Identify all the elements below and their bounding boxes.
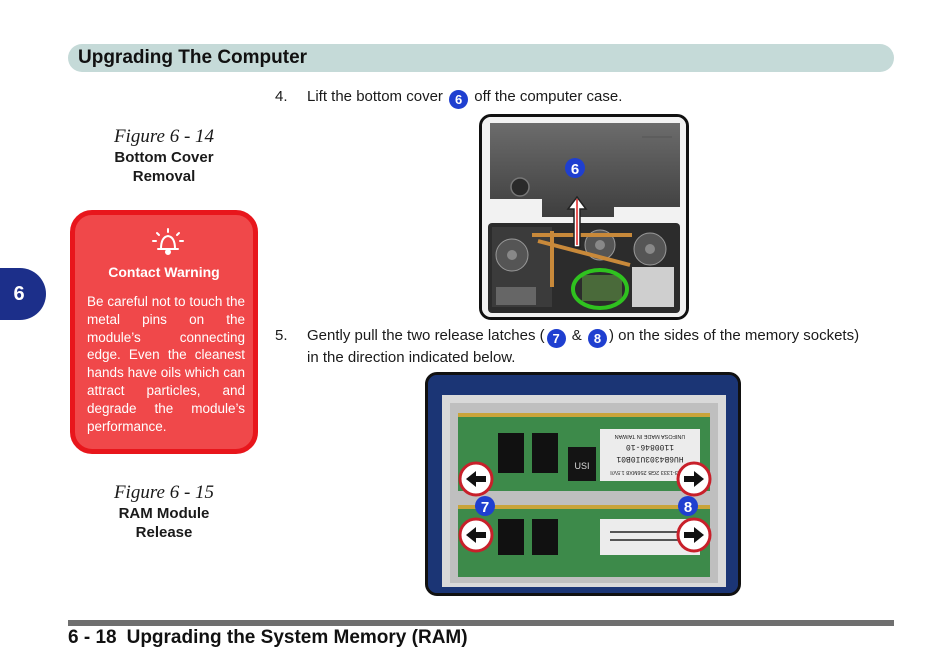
latch-arrow-left-lower xyxy=(458,517,494,553)
step-text: Gently pull the two release latches (7 &… xyxy=(307,326,897,367)
step-4: 4. Lift the bottom cover 6 off the compu… xyxy=(275,87,895,109)
step-number: 5. xyxy=(275,327,288,344)
ram-label-origin: UNIFOSA MADE IN TAIWAN xyxy=(615,433,686,439)
contact-warning-icon xyxy=(152,228,184,255)
figure-title-line: Bottom Cover xyxy=(114,149,214,166)
ram-module-illustration: USI UNIFOSA MADE IN TAIWAN 1100846-10 HU… xyxy=(428,375,738,593)
callout-badge-7-label: 7 xyxy=(481,499,489,516)
page-number: 6 - 18 xyxy=(68,627,117,648)
figure-number: Figure 6 - 15 xyxy=(113,482,215,503)
step-text-part: in the direction indicated below. xyxy=(307,349,516,366)
step-text-part: Lift the bottom cover xyxy=(307,88,443,105)
step-text-part: off the computer case. xyxy=(474,88,623,105)
figure-number: Figure 6 - 14 xyxy=(113,126,215,147)
section-title: Upgrading The Computer xyxy=(78,47,308,68)
bottom-cover-photo: 6 xyxy=(479,114,689,320)
callout-badge-6-label: 6 xyxy=(571,161,579,178)
callout-badge-7 xyxy=(475,496,495,516)
bottom-cover-illustration: 6 xyxy=(482,117,686,317)
warning-heading: Contact Warning xyxy=(108,264,220,280)
figure-caption-14: Figure 6 - 14 Bottom Cover Removal xyxy=(64,126,264,186)
chapter-tab-label: 6 xyxy=(13,282,25,305)
step-text-part: Gently pull the two release latches ( xyxy=(307,327,545,344)
footer-title: Upgrading the System Memory (RAM) xyxy=(126,627,468,648)
figure-title-line: Removal xyxy=(132,168,196,185)
callout-badge-8-label: 8 xyxy=(684,499,692,516)
callout-badge: 8 xyxy=(587,329,607,348)
step-text-part: & xyxy=(571,327,582,344)
step-number: 4. xyxy=(275,88,288,105)
contact-warning-box: Contact Warning Be careful not to touch … xyxy=(70,210,258,454)
ram-label-part: 1100846-10 xyxy=(626,442,674,451)
svg-text:USI: USI xyxy=(574,461,589,471)
ram-module-photo: USI UNIFOSA MADE IN TAIWAN 1100846-10 HU… xyxy=(425,372,741,596)
ram-label-serial: HU6B4303UI0B01 xyxy=(616,454,683,463)
step-text-part: ) on the sides of the memory sockets) xyxy=(608,327,860,344)
footer-rule xyxy=(68,620,894,626)
latch-arrow-right-upper xyxy=(676,461,712,497)
step-text: Lift the bottom cover 6 off the computer… xyxy=(307,87,622,109)
callout-badge-6 xyxy=(565,158,585,178)
section-header: Upgrading The Computer xyxy=(68,44,894,72)
page-footer: 6 - 18 Upgrading the System Memory (RAM) xyxy=(68,627,468,649)
latch-arrow-right-lower xyxy=(676,517,712,553)
figure-title-line: RAM Module xyxy=(118,505,210,522)
figure-title-line: Release xyxy=(135,524,193,541)
warning-body: Be careful not to touch the metal pins o… xyxy=(87,294,245,434)
callout-badge: 7 xyxy=(546,329,566,348)
callout-badge: 6 xyxy=(449,90,469,109)
step-5: 5. Gently pull the two release latches (… xyxy=(275,326,905,366)
latch-arrow-left-upper xyxy=(458,461,494,497)
ram-label-spec: DDR3-1333 2GB 256MX8 1.5V/I xyxy=(610,469,690,475)
figure-caption-15: Figure 6 - 15 RAM Module Release xyxy=(64,482,264,542)
chapter-tab: 6 xyxy=(0,268,46,320)
callout-badge-8 xyxy=(678,496,698,516)
